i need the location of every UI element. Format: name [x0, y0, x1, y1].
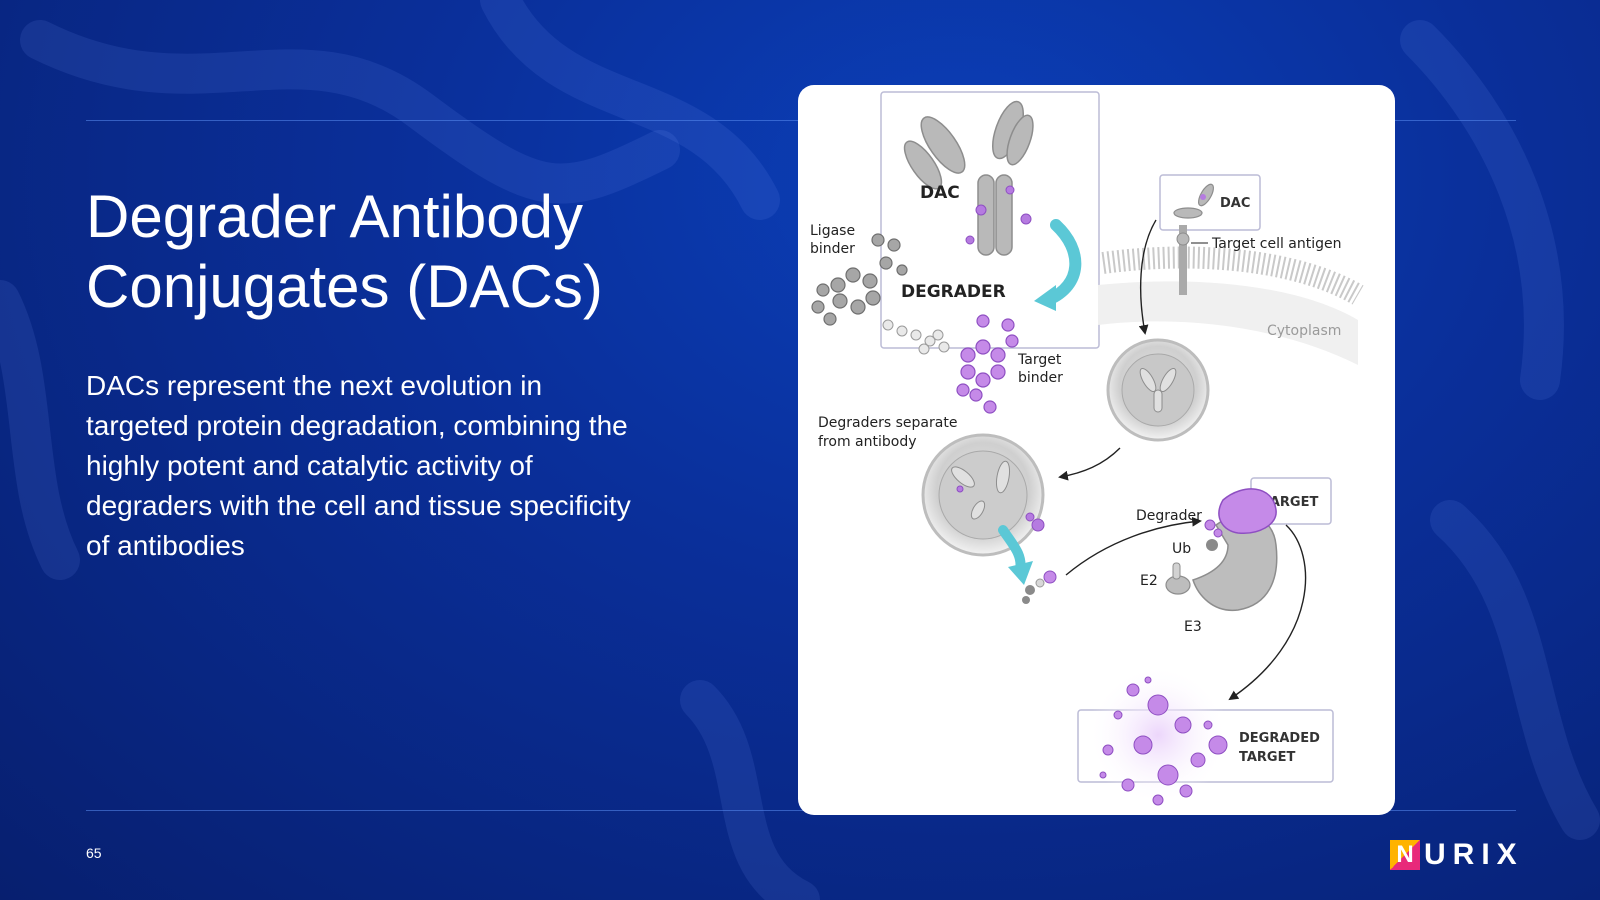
target-cell-antigen-label: Target cell antigen	[1211, 236, 1342, 252]
degrader-molecule-icon	[811, 233, 1019, 414]
slide-body-text: DACs represent the next evolution in tar…	[86, 370, 631, 561]
nurix-logo: N URIX	[1390, 838, 1524, 872]
target-protein-icon	[1218, 488, 1277, 534]
teal-arrow-icon	[1042, 219, 1082, 306]
e3-label: E3	[1184, 619, 1202, 635]
degradation-arrow	[1228, 524, 1307, 701]
slide-title: Degrader Antibody Conjugates (DACs)	[86, 182, 706, 322]
logo-mark: N	[1390, 840, 1420, 870]
degraders-separate-label-2: from antibody	[818, 434, 917, 450]
ub-label: Ub	[1172, 541, 1191, 557]
logo-text: URIX	[1424, 838, 1524, 871]
title-line-1: Degrader Antibody	[86, 183, 583, 250]
released-degrader-icon	[1022, 570, 1057, 604]
degraders-separate-label-1: Degraders separate	[818, 415, 957, 431]
endosome-2-degrader-icon	[956, 485, 1045, 532]
separation-arrow	[1058, 447, 1121, 481]
degraded-cloud	[1088, 665, 1228, 805]
target-binder-label-2: binder	[1018, 370, 1063, 386]
bound-degrader-icon	[1204, 519, 1223, 538]
small-payload-icon	[1200, 194, 1206, 200]
dac-label: DAC	[920, 183, 960, 203]
degrader-label: Degrader	[1136, 508, 1202, 524]
degraded-fragments-icon	[1099, 676, 1228, 806]
internalization-arrow	[1138, 219, 1157, 335]
degraded-target-label-1: DEGRADED	[1239, 731, 1320, 746]
e2-label: E2	[1140, 573, 1158, 589]
binding-arrow	[1065, 516, 1202, 576]
target-label: TARGET	[1262, 495, 1318, 510]
release-teal-arrowhead-icon	[1008, 561, 1033, 585]
endosome-1-antibody-icon	[1139, 367, 1177, 413]
dac-mechanism-diagram: DAC Ligase	[798, 85, 1395, 815]
title-line-2: Conjugates (DACs)	[86, 253, 603, 320]
logo-initial: N	[1396, 841, 1414, 868]
cytoplasm-region	[1098, 281, 1358, 365]
antibody-icon	[903, 100, 1034, 256]
ligase-binder-dot	[1206, 539, 1218, 551]
degrader-header-label: DEGRADER	[901, 282, 1006, 302]
endosome-2-inner	[938, 450, 1028, 540]
ub-icon	[1172, 562, 1181, 580]
ligase-binder-label-2: binder	[810, 241, 855, 257]
page-number: 65	[86, 845, 102, 861]
teal-arrowhead-icon	[1034, 285, 1056, 311]
small-antibody-icon	[1173, 183, 1214, 219]
cytoplasm-label: Cytoplasm	[1267, 323, 1341, 339]
bottom-divider	[86, 810, 1516, 811]
degraded-target-label-2: TARGET	[1239, 750, 1295, 765]
endosome-2-antibody-icon	[951, 460, 1011, 520]
antigen-head-icon	[1176, 232, 1190, 246]
target-binder-label-1: Target	[1017, 352, 1062, 368]
ligase-binder-label-1: Ligase	[810, 223, 855, 239]
cell-membrane	[1101, 246, 1364, 305]
dac-small-label: DAC	[1220, 196, 1250, 211]
antibody-payload-icon	[965, 185, 1032, 245]
